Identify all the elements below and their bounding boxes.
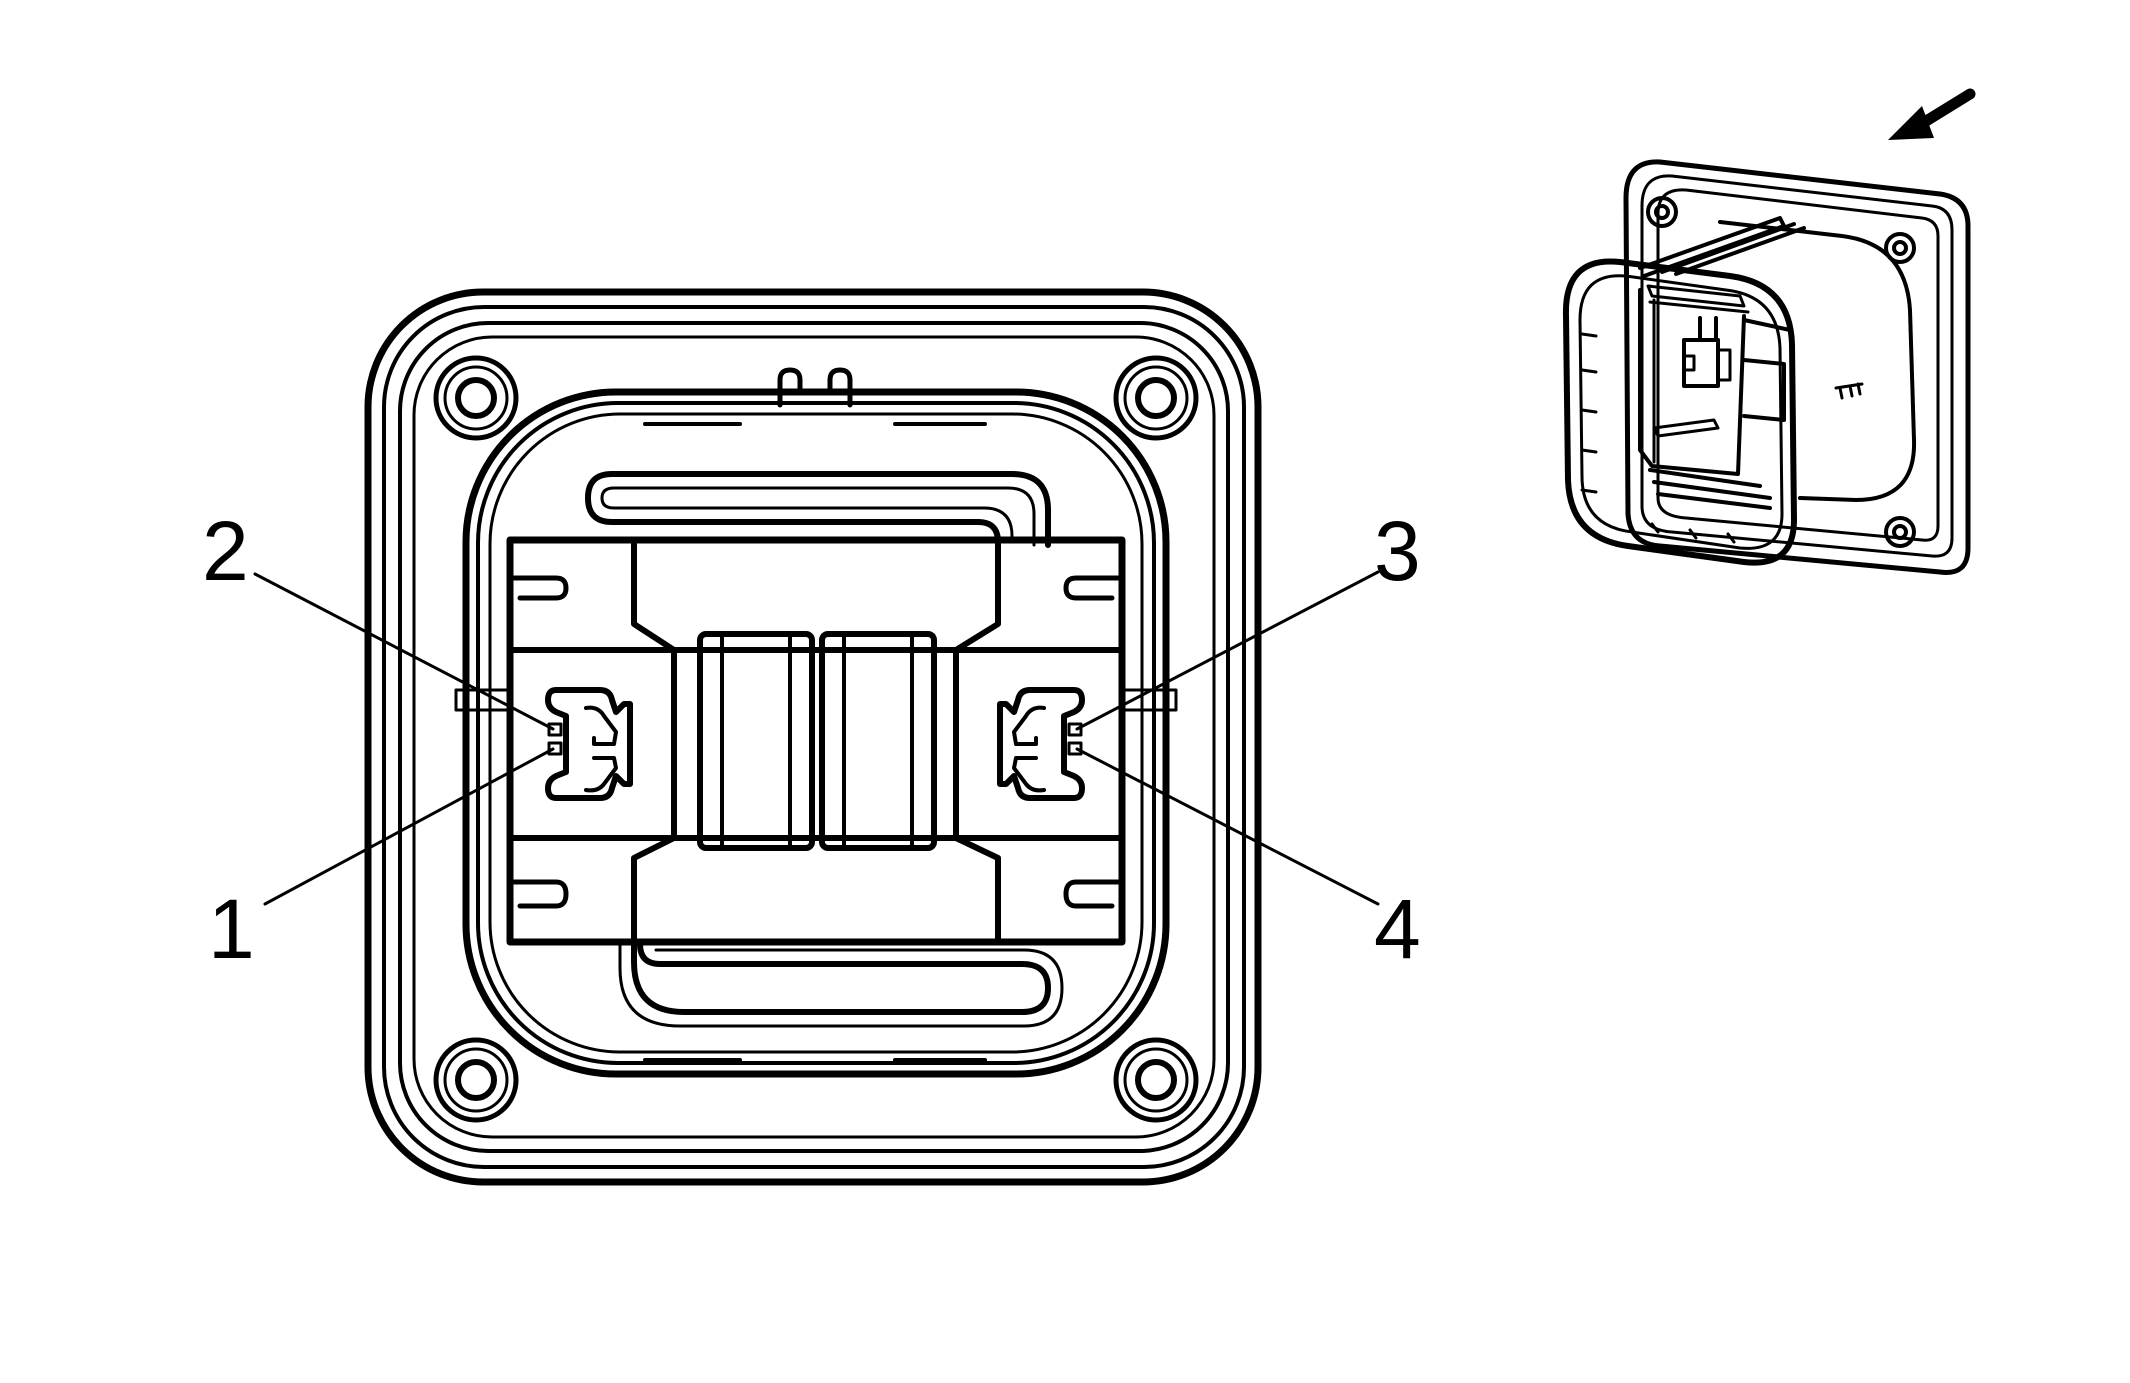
- upper-crossbar: [631, 537, 1001, 653]
- leader-line-4: [1075, 747, 1380, 906]
- shroud-inner: [476, 401, 1156, 1065]
- center-latch-left: [697, 631, 815, 851]
- pin-label-1: 1: [208, 882, 255, 976]
- terminal-block: [506, 536, 1126, 946]
- center-latch-left-inner: [720, 632, 792, 850]
- pin-label-4: 4: [1374, 882, 1421, 976]
- leader-line-1: [263, 747, 555, 906]
- leader-line-3: [1075, 570, 1380, 731]
- lower-crossbar: [631, 835, 1001, 945]
- terminal-cavity-right-inner: [1012, 705, 1046, 793]
- polarization-key: [777, 367, 853, 408]
- rib-bottom-inner: [618, 938, 1064, 1028]
- flange-inner-edge: [382, 305, 1246, 1169]
- slot-bottom-left: [507, 879, 569, 909]
- mounting-hole-top-left: [433, 355, 519, 441]
- center-latch-right: [819, 631, 937, 851]
- mounting-hole-bottom-left: [433, 1037, 519, 1123]
- pin-label-2: 2: [202, 504, 249, 598]
- terminal-cavity-left-inner: [584, 705, 618, 793]
- rib-top-inner: [600, 486, 1036, 547]
- terminal-cavity-left: [545, 687, 633, 801]
- mounting-hole-bottom-right: [1113, 1037, 1199, 1123]
- pin-label-3: 3: [1374, 504, 1421, 598]
- shroud-inner-2: [488, 412, 1144, 1054]
- view-direction-arrow-icon: [1888, 88, 1976, 140]
- flange-outer-edge: [364, 288, 1262, 1186]
- leader-line-2: [253, 572, 555, 731]
- terminal-cavity-right: [997, 687, 1085, 801]
- slot-top-right: [1063, 575, 1125, 601]
- pin-cell-3: [1067, 722, 1083, 737]
- rib-bottom: [631, 937, 1051, 1015]
- rib-top: [585, 471, 1051, 548]
- slot-top-left: [507, 575, 569, 601]
- side-tab-left: [454, 688, 512, 712]
- connector-perspective-icon: [1562, 159, 1971, 575]
- mounting-hole-top-right: [1113, 355, 1199, 441]
- pin-cell-4: [1067, 741, 1083, 756]
- slot-bottom-right: [1063, 879, 1125, 909]
- center-latch-right-inner: [842, 632, 914, 850]
- pin-cell-2: [547, 722, 563, 737]
- connector-face-view: [253, 288, 1380, 1186]
- flange-step-inner: [412, 335, 1216, 1139]
- flange-step: [398, 321, 1230, 1153]
- pin-cell-1: [547, 741, 563, 756]
